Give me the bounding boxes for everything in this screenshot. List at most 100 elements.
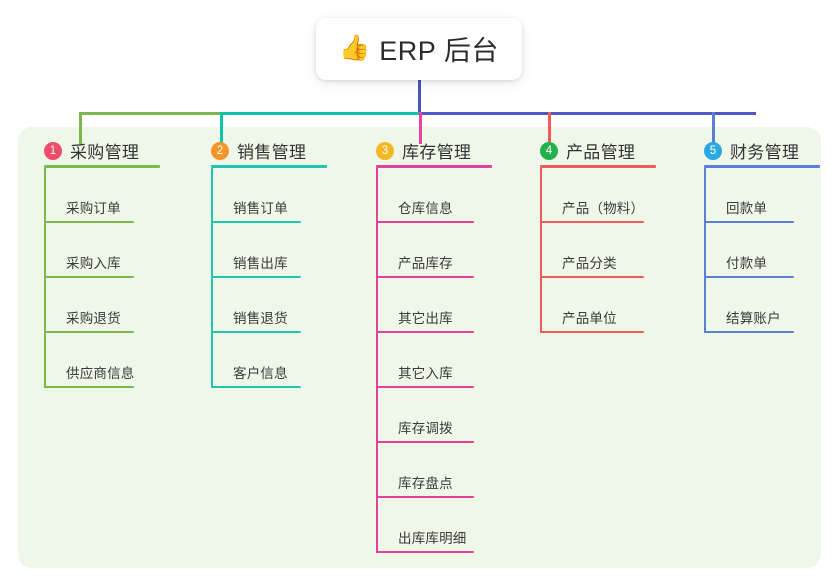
list-item-rule: [704, 276, 794, 278]
list-item-rule: [44, 276, 134, 278]
drop-line-column-1: [79, 112, 82, 144]
list-item[interactable]: 产品（物料）: [540, 168, 656, 223]
column-badge-2: 2: [211, 141, 229, 160]
list-item[interactable]: 其它出库: [376, 278, 492, 333]
bus-segment-3: [419, 112, 756, 115]
list-item[interactable]: 结算账户: [704, 278, 820, 333]
list-item[interactable]: 供应商信息: [44, 333, 160, 388]
list-item-label: 采购退货: [66, 311, 121, 326]
column-items-2: 销售订单销售出库销售退货客户信息: [211, 168, 327, 388]
list-item-label: 采购订单: [66, 201, 121, 216]
list-item-label: 回款单: [726, 201, 768, 216]
column-header-rule-4: [540, 165, 656, 168]
list-item-rule: [376, 551, 474, 553]
list-item[interactable]: 产品单位: [540, 278, 656, 333]
list-item-rule: [376, 276, 474, 278]
column-2: 2 销售管理销售订单销售出库销售退货客户信息: [198, 127, 327, 388]
column-title-3: 库存管理: [402, 143, 472, 162]
list-item-rule: [44, 331, 134, 333]
list-item-label: 其它入库: [398, 366, 453, 381]
column-spine-2: [211, 168, 213, 388]
drop-line-column-4: [548, 112, 551, 144]
list-item[interactable]: 销售订单: [211, 168, 327, 223]
column-header-rule-2: [211, 165, 327, 168]
list-item[interactable]: 产品分类: [540, 223, 656, 278]
column-header-2[interactable]: 2 销售管理: [198, 127, 327, 165]
column-spine-1: [44, 168, 46, 388]
column-spine-5: [704, 168, 706, 333]
list-item-rule: [704, 331, 794, 333]
list-item[interactable]: 采购入库: [44, 223, 160, 278]
list-item-label: 产品（物料）: [562, 201, 645, 216]
list-item[interactable]: 出库库明细: [376, 498, 492, 553]
column-title-5: 财务管理: [730, 143, 800, 162]
list-item-label: 付款单: [726, 256, 768, 271]
list-item-rule: [376, 441, 474, 443]
list-item[interactable]: 仓库信息: [376, 168, 492, 223]
column-title-2: 销售管理: [237, 143, 307, 162]
list-item[interactable]: 库存盘点: [376, 443, 492, 498]
list-item-rule: [376, 496, 474, 498]
content-panel: [18, 127, 821, 568]
root-stem-line: [418, 80, 421, 112]
list-item-rule: [44, 386, 134, 388]
list-item-rule: [211, 386, 301, 388]
column-header-4[interactable]: 4 产品管理: [527, 127, 656, 165]
list-item-label: 采购入库: [66, 256, 121, 271]
list-item[interactable]: 产品库存: [376, 223, 492, 278]
list-item-rule: [704, 221, 794, 223]
list-item-label: 产品分类: [562, 256, 617, 271]
list-item-rule: [44, 221, 134, 223]
list-item-rule: [540, 276, 644, 278]
column-spine-4: [540, 168, 542, 333]
list-item[interactable]: 销售出库: [211, 223, 327, 278]
list-item-label: 结算账户: [726, 311, 781, 326]
list-item[interactable]: 库存调拨: [376, 388, 492, 443]
list-item-label: 库存盘点: [398, 476, 453, 491]
list-item-rule: [540, 221, 644, 223]
column-title-4: 产品管理: [566, 143, 636, 162]
list-item-rule: [376, 221, 474, 223]
list-item-label: 仓库信息: [398, 201, 453, 216]
column-badge-1: 1: [44, 141, 62, 160]
list-item[interactable]: 回款单: [704, 168, 820, 223]
drop-line-column-3: [419, 112, 422, 144]
list-item-rule: [376, 386, 474, 388]
list-item-label: 产品单位: [562, 311, 617, 326]
list-item-rule: [211, 276, 301, 278]
list-item-rule: [540, 331, 644, 333]
list-item-label: 客户信息: [233, 366, 288, 381]
bus-segment-1: [79, 112, 221, 115]
drop-line-column-2: [220, 112, 223, 144]
list-item-label: 其它出库: [398, 311, 453, 326]
list-item[interactable]: 采购订单: [44, 168, 160, 223]
list-item[interactable]: 采购退货: [44, 278, 160, 333]
column-header-rule-1: [44, 165, 160, 168]
list-item[interactable]: 付款单: [704, 223, 820, 278]
root-node[interactable]: 👍 ERP 后台: [316, 18, 522, 80]
column-badge-4: 4: [540, 141, 558, 160]
column-spine-3: [376, 168, 378, 553]
list-item[interactable]: 销售退货: [211, 278, 327, 333]
list-item-label: 销售订单: [233, 201, 288, 216]
list-item-label: 出库库明细: [398, 531, 467, 546]
list-item-label: 产品库存: [398, 256, 453, 271]
column-items-5: 回款单付款单结算账户: [704, 168, 820, 333]
list-item-rule: [211, 221, 301, 223]
list-item-label: 销售退货: [233, 311, 288, 326]
list-item[interactable]: 其它入库: [376, 333, 492, 388]
list-item[interactable]: 客户信息: [211, 333, 327, 388]
list-item-rule: [211, 331, 301, 333]
bus-segment-2: [220, 112, 420, 115]
column-header-rule-5: [704, 165, 820, 168]
list-item-label: 供应商信息: [66, 366, 135, 381]
column-items-4: 产品（物料） 产品分类产品单位: [540, 168, 656, 333]
root-node-content: 👍 ERP 后台: [339, 29, 499, 68]
